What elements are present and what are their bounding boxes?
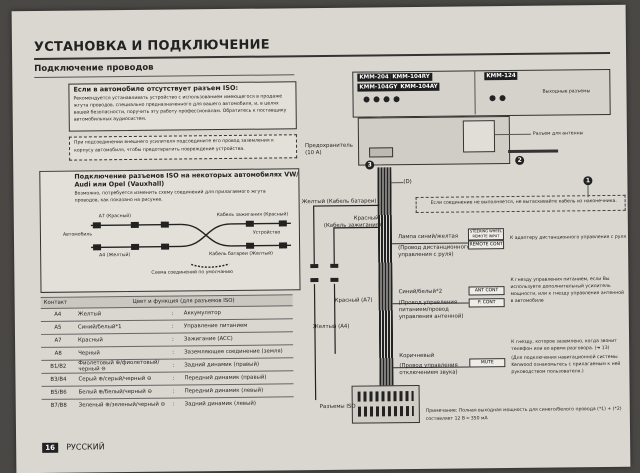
lamp-label-2: (Провод дистанционного: [398, 244, 471, 252]
callout-1-leader: [587, 185, 589, 198]
function-cell: Аккумулятор: [180, 305, 293, 320]
pin-cell: A8: [41, 347, 76, 361]
function-cell: Управление питанием: [180, 318, 293, 333]
mute-desc-1: К гнезду, которое заземлено, когда звони…: [511, 338, 617, 346]
power-ctrl-desc-4: в автомобиле: [510, 298, 544, 305]
function-cell: Задний динамик (левый): [181, 396, 294, 411]
iso-pins-b: [357, 406, 414, 417]
fuse-icon: [369, 147, 394, 158]
function-cell: Заземляющее соединение (земля): [181, 344, 294, 359]
no-iso-line: вашей безопасности, поручить эту работу …: [73, 108, 287, 116]
antenna-label: Разъем для антенны: [532, 131, 584, 137]
rca-jacks-icon: [363, 95, 506, 103]
blue-white-label-1: Синий/белый*2: [398, 288, 443, 296]
no-iso-connector-box: Если в автомобиле отсутствует разъем ISO…: [68, 81, 297, 132]
brown-label-2: (Провод управления: [399, 362, 458, 370]
mute-desc-4: Kenwood ознакомьтесь с прилагаемым к ней: [511, 361, 621, 369]
model-tag: KMM-104GY: [357, 83, 400, 92]
color-cell: Черный: [75, 346, 170, 361]
no-iso-line: автомобильных аудиосистем.: [73, 116, 147, 123]
fuse-value: (10 A): [305, 149, 322, 157]
ant-cont-terminal: ANT CONT: [468, 286, 505, 296]
mute-desc-5: руководством пользователя.): [511, 369, 584, 376]
amp-note-line: При подсоединении внешнего усилителя под…: [73, 138, 274, 146]
brown-label-3: отключением звука): [399, 369, 458, 377]
not-connected-note: Если соединение не выполняется, не вытас…: [430, 198, 617, 206]
callout-1-icon: 1: [583, 176, 593, 186]
pin-cell: B7/B8: [41, 399, 76, 412]
antenna-cable: [508, 149, 559, 154]
blue-white-label-4: управления антенной): [398, 313, 464, 321]
no-iso-title: Если в автомобиле отсутствует разъем ISO…: [73, 83, 239, 94]
model-tag: KMM-124: [484, 71, 518, 81]
section-subtitle: Подключение проводов: [34, 62, 154, 74]
color-cell: Синий/белый*1: [74, 320, 169, 335]
function-cell: Зажигание (ACC): [180, 331, 294, 346]
model-tag: KMM-204: [357, 73, 391, 82]
model-tag: KMM-104AY: [398, 82, 440, 92]
callout-3-icon: 3: [365, 160, 375, 170]
mute-terminal: MUTE: [469, 358, 506, 368]
steering-term-line-2: REMOTE INPUT: [472, 234, 500, 239]
d-leader: [391, 182, 404, 184]
pin-cell: A4: [40, 308, 75, 322]
vw-crossover-diagram: [90, 220, 292, 268]
col-contact: Контакт: [40, 297, 75, 309]
color-cell: Белый ⊕/белый/черный ⊖: [75, 385, 170, 400]
brown-label-1: Коричневый: [399, 352, 435, 360]
d-label: (D): [403, 179, 412, 186]
mute-desc-3: (Для подключения навигационной системы: [511, 354, 618, 362]
function-cell: Передний динамик (левый): [181, 383, 294, 398]
steering-adapter-desc: К адаптеру дистанционного управления с р…: [509, 234, 627, 242]
manual-page: УСТАНОВКА И ПОДКЛЮЧЕНИЕ Подключение пров…: [11, 4, 631, 473]
color-cell: Зеленый ⊕/зеленый/черный ⊖: [75, 398, 170, 412]
power-ctrl-desc-3: мощности, или к гнезду управления антенн…: [510, 290, 625, 298]
iso-pin-table: Контакт Цвет и функция (для разъемов ISO…: [40, 294, 294, 412]
color-cell: Желтый: [74, 307, 169, 322]
lamp-label-1: Лампа синий/желтая: [397, 233, 459, 241]
red-a7-label: Красный (A7): [334, 297, 373, 304]
subtitle-rule: [34, 74, 295, 78]
page-title: УСТАНОВКА И ПОДКЛЮЧЕНИЕ: [33, 37, 270, 55]
not-connected-note-box: Если соединение не выполняется, не вытас…: [415, 194, 626, 214]
footer-language: РУССКИЙ: [66, 442, 105, 452]
power-ctrl-desc-1: К гнезду управления питанием, если Вы: [510, 276, 610, 284]
iso-connector-block: [351, 384, 420, 424]
page-number: 16: [42, 442, 58, 453]
amplifier-ground-note: При подсоединении внешнего усилителя под…: [68, 134, 298, 161]
function-cell: Передний динамик (правый): [181, 370, 294, 385]
pin-cell: B1/B2: [41, 360, 76, 374]
mute-desc-2: телефон или во время разговора. (➜ 13): [511, 345, 610, 353]
blue-white-label-3: питанием/провод: [398, 306, 449, 314]
function-cell: Задний динамик (правый): [181, 357, 294, 372]
amp-note-line: корпусу автомобиля, чтобы предотвратить …: [74, 146, 245, 154]
vw-audi-opel-box: Подключение разъемов ISO на некоторых ав…: [39, 168, 301, 293]
color-cell: Фиолетовый ⊕/фиолетовый/черный ⊖: [75, 359, 170, 374]
pin-cell: B3/B4: [41, 373, 76, 387]
model-tag: KMM-104RY: [390, 72, 432, 82]
footnote-2: составляет 12 В ═ 350 мА: [425, 416, 488, 422]
blue-white-label-2: (Провод управления: [398, 299, 458, 307]
steering-remote-terminal: STEERING WHEEL REMOTE INPUT: [467, 228, 505, 241]
lamp-label-3: управления с руля): [398, 251, 454, 259]
yellow-a4-label: Желтый (A4): [312, 323, 350, 331]
p-cont-terminal: P. CONT: [468, 298, 505, 308]
fuse-label: Предохранитель: [304, 142, 353, 150]
callout-2-icon: 2: [515, 155, 525, 165]
iso-pins-a: [357, 391, 414, 402]
power-ctrl-desc-2: используете дополнительный усилитель: [510, 283, 611, 291]
pin-cell: B5/B6: [41, 386, 76, 400]
iso-connectors-label: Разъемы ISO: [319, 403, 356, 411]
pin-cell: A7: [40, 334, 76, 348]
color-cell: Серый ⊕/серый/черный ⊖: [75, 372, 170, 387]
pin-cell: A5: [40, 321, 75, 335]
remote-cont-terminal: REMOTE CONT: [468, 240, 505, 250]
color-cell: Красный: [74, 333, 170, 348]
footnote-1: Примечание: Полная выходная мощность для…: [425, 406, 622, 414]
iso-feed-wires: [310, 204, 380, 401]
antenna-socket-area: [462, 120, 496, 153]
